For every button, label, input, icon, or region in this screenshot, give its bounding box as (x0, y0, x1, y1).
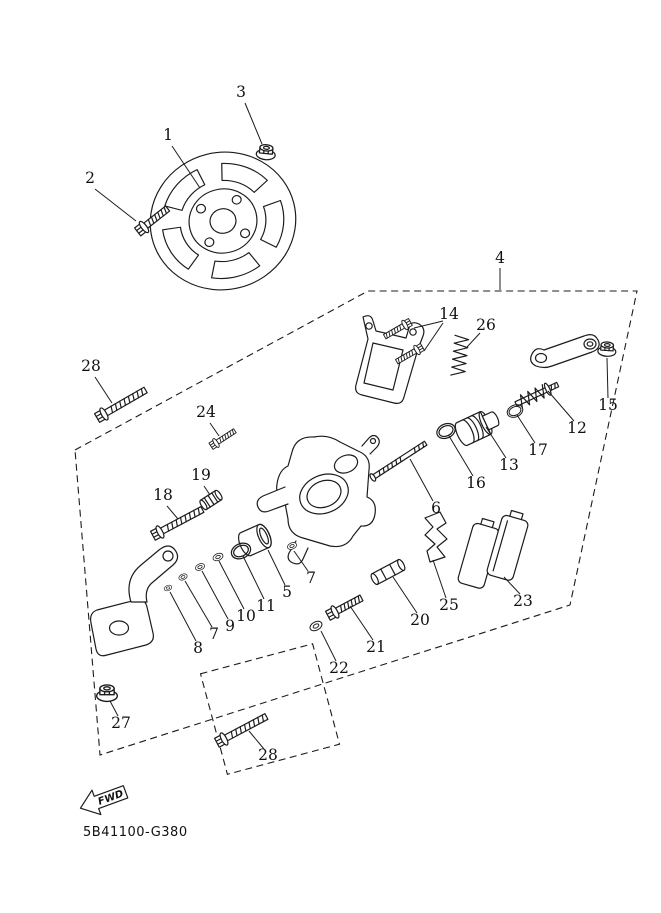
callout-16: 16 (466, 474, 486, 492)
callout-leader-14 (413, 320, 444, 329)
return-spring-26 (450, 334, 470, 376)
caliper-body (256, 434, 380, 565)
slide-bolt-21 (324, 591, 366, 623)
callout-leader-28 (248, 730, 265, 750)
callout-leader-28 (94, 376, 113, 404)
callout-15: 15 (598, 396, 618, 414)
callout-13: 13 (499, 456, 519, 474)
pin-24 (207, 426, 239, 451)
washer-22 (307, 618, 325, 634)
callout-leader-11 (242, 555, 265, 600)
callout-11: 11 (256, 597, 276, 615)
washer-9 (193, 561, 207, 573)
washer-8 (162, 583, 174, 593)
callout-8: 8 (193, 639, 203, 657)
callout-leader-7 (293, 550, 309, 572)
callout-leader-8 (169, 591, 197, 642)
callout-14: 14 (439, 305, 459, 323)
callout-18: 18 (153, 486, 173, 504)
callout-26: 26 (476, 316, 496, 334)
callout-leader-7 (184, 580, 213, 628)
washer-7a (177, 572, 189, 582)
arm-nut-15 (596, 340, 618, 358)
assembly-boundary (74, 290, 638, 756)
support-bracket (90, 545, 179, 657)
callout-23: 23 (513, 592, 533, 610)
callout-leader-26 (466, 332, 481, 348)
callout-3: 3 (236, 83, 246, 101)
adjuster-arm (530, 334, 600, 369)
callout-20: 20 (410, 611, 430, 629)
mount-nut-27 (95, 684, 119, 703)
drawing-code: 5B41100-G380 (83, 825, 188, 840)
callout-1: 1 (163, 126, 173, 144)
callout-leader-17 (516, 414, 536, 444)
callout-5: 5 (282, 583, 292, 601)
callout-27: 27 (111, 714, 131, 732)
callout-7: 7 (306, 569, 316, 587)
callout-24: 24 (196, 403, 216, 421)
callout-leader-19 (203, 485, 211, 496)
callout-leader-24 (209, 422, 220, 437)
callout-7: 7 (209, 625, 219, 643)
callout-25: 25 (439, 596, 459, 614)
callout-leader-2 (94, 188, 137, 222)
mount-bolt-28-top (93, 383, 150, 425)
fwd-arrow: FWD (79, 785, 129, 816)
fwd-label: FWD (97, 789, 125, 808)
washer-10 (211, 551, 225, 563)
tension-spring-rod-12 (514, 381, 560, 409)
pin-bolt-18 (149, 502, 207, 543)
callout-6: 6 (431, 499, 441, 517)
callout-2: 2 (85, 169, 95, 187)
callout-leader-14 (423, 322, 444, 352)
pad-spring-clip-25 (424, 511, 448, 563)
callout-leader-5 (267, 549, 286, 586)
callout-leader-20 (392, 576, 418, 614)
callout-12: 12 (567, 419, 587, 437)
callout-leader-9 (201, 570, 229, 620)
brake-pads-23 (457, 509, 529, 589)
callout-leader-1 (171, 145, 201, 189)
callout-leader-6 (409, 458, 434, 502)
callout-leader-13 (485, 426, 507, 459)
pad-retainer-bracket (355, 315, 425, 404)
adjuster-body-13 (454, 410, 500, 447)
callout-leader-3 (244, 102, 263, 145)
callout-leader-22 (320, 630, 337, 662)
callout-4: 4 (495, 249, 505, 267)
callout-9: 9 (225, 617, 235, 635)
callout-leader-25 (432, 559, 447, 599)
callout-leader-10 (218, 560, 245, 610)
callout-leader-16 (448, 435, 474, 477)
callout-19: 19 (191, 466, 211, 484)
callout-leader-27 (109, 700, 119, 717)
callout-28: 28 (81, 357, 101, 375)
callout-leader-21 (349, 605, 374, 641)
o-ring-16 (433, 420, 459, 442)
callout-10: 10 (236, 607, 256, 625)
callout-leader-18 (166, 505, 179, 520)
caliper-piston-5 (238, 523, 272, 557)
callout-leader-15 (606, 357, 609, 399)
callout-leader-23 (503, 576, 521, 595)
callout-21: 21 (366, 638, 386, 656)
pin-boot-19 (199, 489, 223, 511)
callout-28: 28 (258, 746, 278, 764)
callout-leader-12 (547, 390, 575, 422)
callout-17: 17 (528, 441, 548, 459)
slide-collar-20 (370, 558, 406, 586)
callout-layer: 1234567789101112131415161718192021222324… (81, 83, 618, 764)
adjust-bolt-6 (369, 440, 428, 482)
brake-disc (149, 151, 297, 291)
flange-nut-3 (255, 143, 277, 162)
callout-22: 22 (329, 659, 349, 677)
